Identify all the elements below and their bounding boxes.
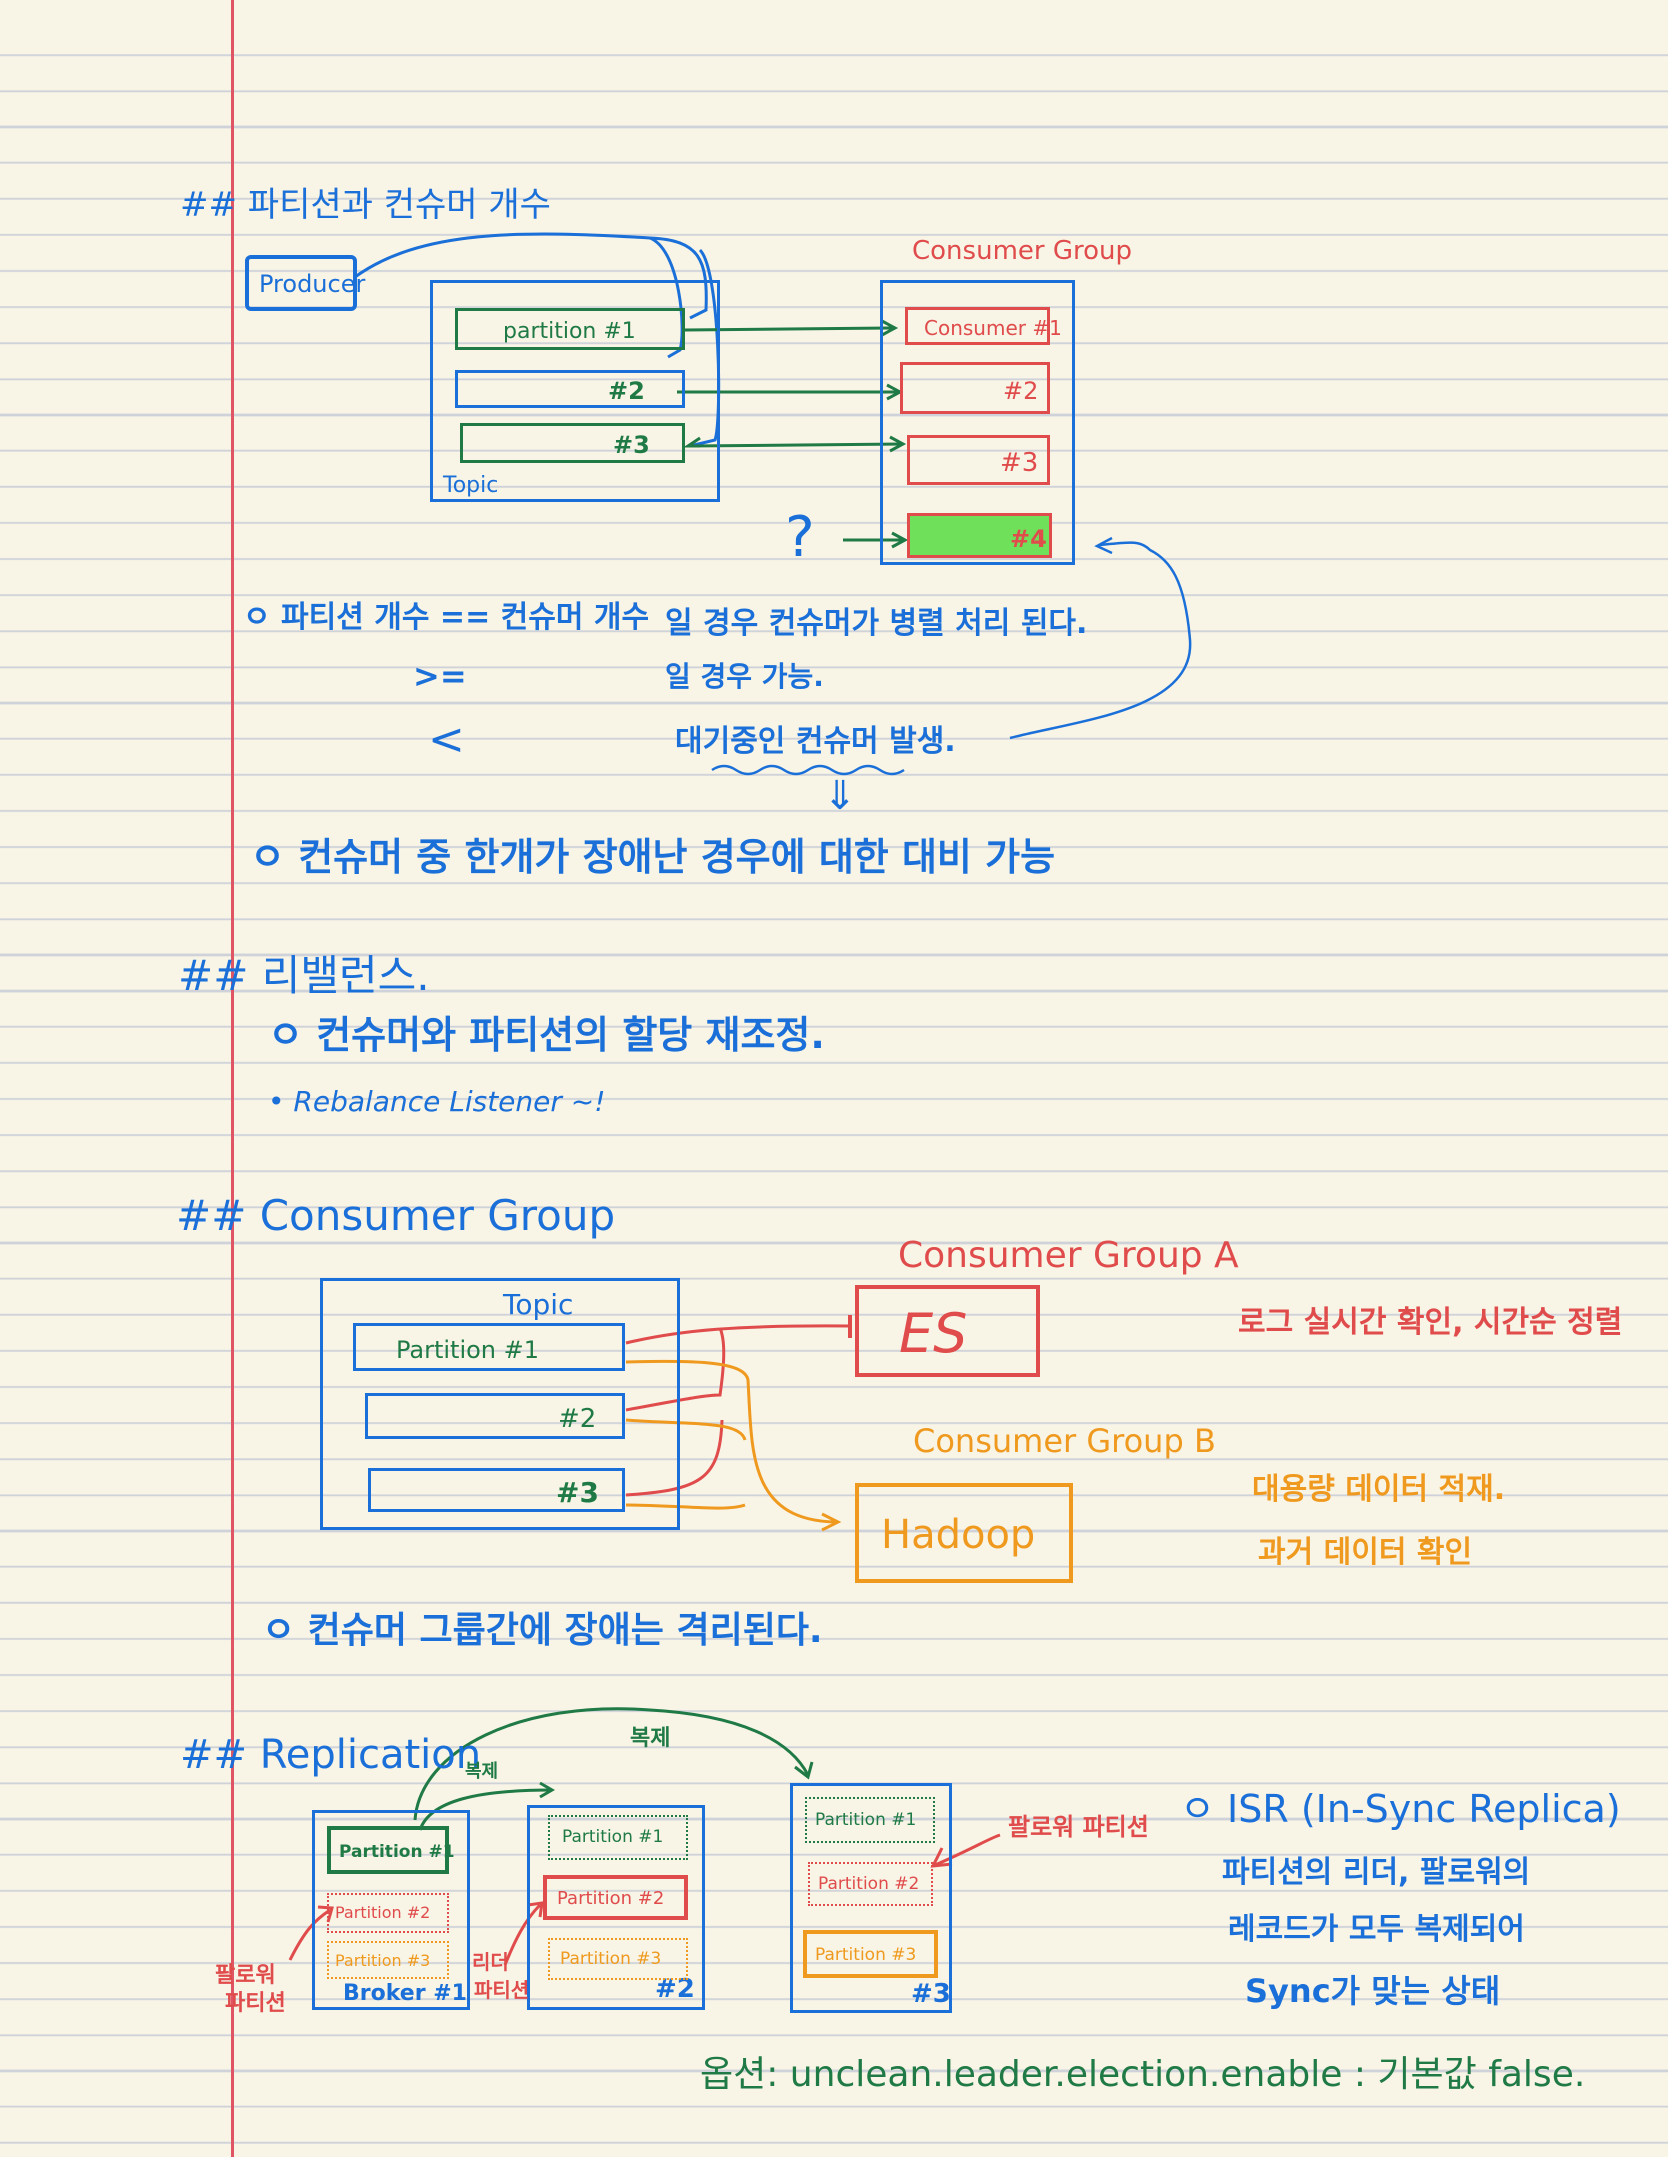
partition-1-s1: partition #1 (455, 308, 685, 350)
consumer-2-box: #2 (900, 362, 1050, 414)
consumer-group-box-s1 (880, 280, 1075, 565)
notebook-margin-line (231, 0, 234, 2157)
partition-1-label: partition #1 (503, 319, 636, 344)
broker-2-part-1: Partition #1 (562, 1827, 664, 1847)
broker-3-follower-partition-1: Partition #1 (805, 1797, 935, 1843)
broker-2-follower-partition-1: Partition #1 (548, 1815, 688, 1860)
copy-label-2: 복제 (465, 1761, 499, 1782)
down-arrow: ⇓ (823, 773, 857, 819)
consumer-4-idle-box: #4 (907, 513, 1052, 558)
consumer-4-label: #4 (1010, 525, 1047, 553)
broker-3-follower-partition-2: Partition #2 (808, 1862, 933, 1906)
question-mark: ? (785, 505, 815, 570)
rebalance-item-1: ㅇ 컨슈머와 파티션의 할당 재조정. (268, 1013, 825, 1057)
leader-label-line-2: 파티션 (474, 1978, 530, 2002)
partition-2-s3: #2 (365, 1393, 625, 1439)
partition-2-s1: #2 (455, 370, 685, 408)
partition-3-label: #3 (613, 431, 650, 459)
broker-1-follower-partition-2: Partition #2 (327, 1893, 449, 1933)
consumer-group-title-s1: Consumer Group (912, 236, 1132, 266)
broker-3-label: #3 (911, 1979, 951, 2009)
partition-2-label-s3: #2 (558, 1404, 597, 1434)
broker-2-part-3: Partition #3 (560, 1949, 662, 1969)
note-s3: ㅇ 컨슈머 그룹간에 장애는 격리된다. (262, 1610, 823, 1651)
es-label: ES (899, 1302, 968, 1365)
broker-1-label: Broker #1 (343, 1981, 467, 2006)
group-b-note-2: 과거 데이터 확인 (1258, 1535, 1473, 1570)
heading-consumer-group: ## Consumer Group (176, 1191, 616, 1240)
broker-1-box: Broker #1 (312, 1810, 470, 2010)
follower-label-line-2: 파티션 (225, 1991, 286, 2016)
heading-replication: ## Replication (180, 1732, 482, 1778)
rule-2-op: >= (413, 657, 467, 695)
heading-rebalance: ## 리밸런스. (178, 951, 430, 1000)
broker-1-part-1: Partition #1 (339, 1842, 455, 1862)
group-a-note: 로그 실시간 확인, 시간순 정렬 (1238, 1305, 1623, 1340)
broker-2-part-2: Partition #2 (557, 1888, 665, 1909)
broker-3-part-1: Partition #1 (815, 1810, 917, 1830)
group-b-note-1: 대용량 데이터 적재. (1252, 1472, 1506, 1507)
consumer-1-label: Consumer #1 (924, 316, 1062, 340)
broker-1-part-2: Partition #2 (335, 1903, 431, 1922)
consumer-3-box: #3 (907, 435, 1050, 485)
unclean-leader-option: 옵션: unclean.leader.election.enable : 기본값… (700, 2054, 1586, 2095)
rebalance-item-2: • Rebalance Listener ~! (268, 1085, 606, 1118)
broker-2-box: #2 (527, 1805, 705, 2010)
broker-3-part-3: Partition #3 (815, 1945, 917, 1965)
broker-3-part-2: Partition #2 (818, 1874, 920, 1894)
isr-title: ㅇ ISR (In-Sync Replica) (1180, 1787, 1621, 1831)
partition-2-label: #2 (608, 377, 645, 405)
isr-line-1: 파티션의 리더, 팔로워의 (1222, 1855, 1531, 1890)
rule-2-text: 일 경우 가능. (665, 660, 824, 693)
broker-1-part-3: Partition #3 (335, 1951, 431, 1970)
broker-2-leader-partition: Partition #2 (543, 1875, 688, 1920)
rule-1-text: 일 경우 컨슈머가 병렬 처리 된다. (665, 606, 1088, 641)
rule-3-op: < (428, 714, 465, 765)
copy-label-1: 복제 (630, 1726, 671, 1751)
broker-3-box: #3 (790, 1783, 952, 2013)
broker-2-label: #2 (655, 1974, 695, 2004)
broker-1-leader-partition: Partition #1 (327, 1826, 455, 1874)
broker-2-follower-partition-3: Partition #3 (548, 1938, 688, 1980)
consumer-1-box: Consumer #1 (905, 307, 1062, 345)
partition-3-s1: #3 (460, 423, 685, 463)
partition-1-s3: Partition #1 (353, 1323, 625, 1371)
follower-label-line-1: 팔로워 (215, 1963, 276, 1988)
isr-line-2: 레코드가 모두 복제되어 (1228, 1912, 1525, 1947)
follower-label-broker-3: 팔로워 파티션 (1008, 1813, 1149, 1841)
leader-label-line-1: 리더 (472, 1950, 509, 1974)
heading-partitions-consumers: ## 파티션과 컨슈머 개수 (180, 185, 551, 225)
note-s1: ㅇ 컨슈머 중 한개가 장애난 경우에 대한 대비 가능 (250, 835, 1056, 879)
rule-3-text: 대기중인 컨슈머 발생. (675, 724, 956, 759)
partition-3-label-s3: #3 (556, 1476, 599, 1509)
broker-3-leader-partition: Partition #3 (803, 1930, 938, 1978)
isr-line-3: Sync가 맞는 상태 (1245, 1972, 1501, 2010)
topic-label-s3: Topic (503, 1288, 574, 1321)
producer-label: Producer (259, 270, 366, 298)
broker-1-follower-partition-3: Partition #3 (327, 1941, 449, 1979)
producer-box: Producer (245, 255, 365, 311)
consumer-group-a-title: Consumer Group A (898, 1235, 1239, 1276)
consumer-3-label: #3 (1000, 448, 1039, 478)
rule-1-op: ㅇ 파티션 개수 == 컨슈머 개수 (243, 600, 650, 635)
consumer-2-label: #2 (1003, 377, 1039, 405)
topic-label-s1: Topic (443, 473, 499, 498)
topic-box-s3: Topic (320, 1278, 680, 1530)
partition-3-s3: #3 (368, 1468, 625, 1512)
es-box: ES (855, 1285, 1040, 1377)
topic-box-s1: Topic (430, 280, 720, 502)
hadoop-label: Hadoop (881, 1512, 1036, 1558)
hadoop-box: Hadoop (855, 1483, 1073, 1583)
consumer-group-b-title: Consumer Group B (913, 1422, 1216, 1460)
partition-1-label-s3: Partition #1 (396, 1336, 540, 1364)
